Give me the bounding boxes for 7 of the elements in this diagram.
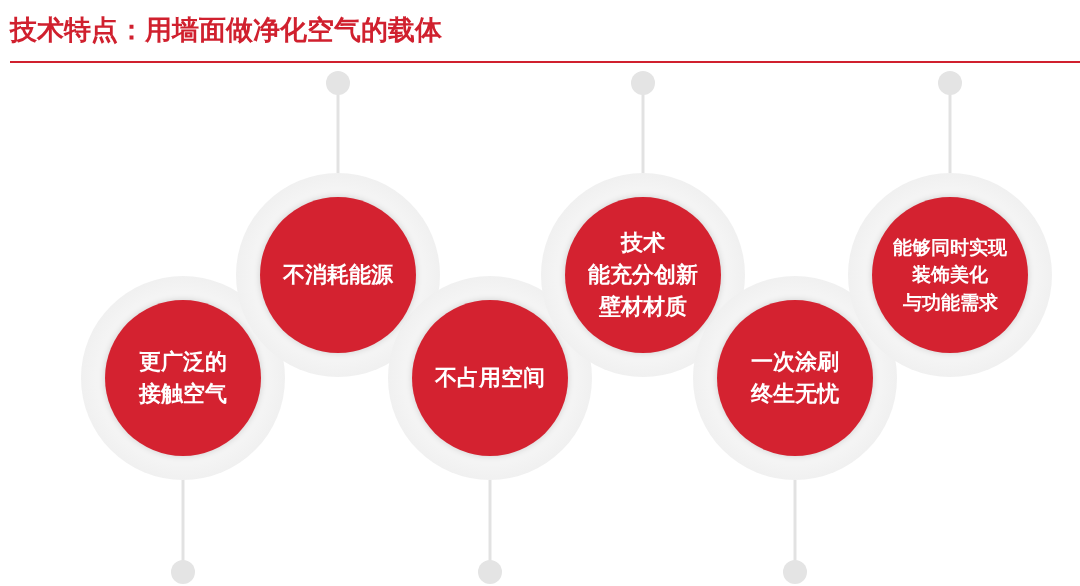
title: 技术特点：用墙面做净化空气的载体 — [10, 13, 442, 47]
circle-label: 一次涂刷终生无忧 — [749, 348, 840, 408]
circle-label: 技术能充分创新壁材材质 — [587, 229, 699, 321]
circle-label: 不消耗能源 — [282, 261, 394, 290]
circle-label: 不占用空间 — [434, 364, 546, 393]
circle-label: 更广泛的接触空气 — [137, 348, 228, 408]
circle-label: 能够同时实现装饰美化与功能需求 — [892, 234, 1008, 315]
